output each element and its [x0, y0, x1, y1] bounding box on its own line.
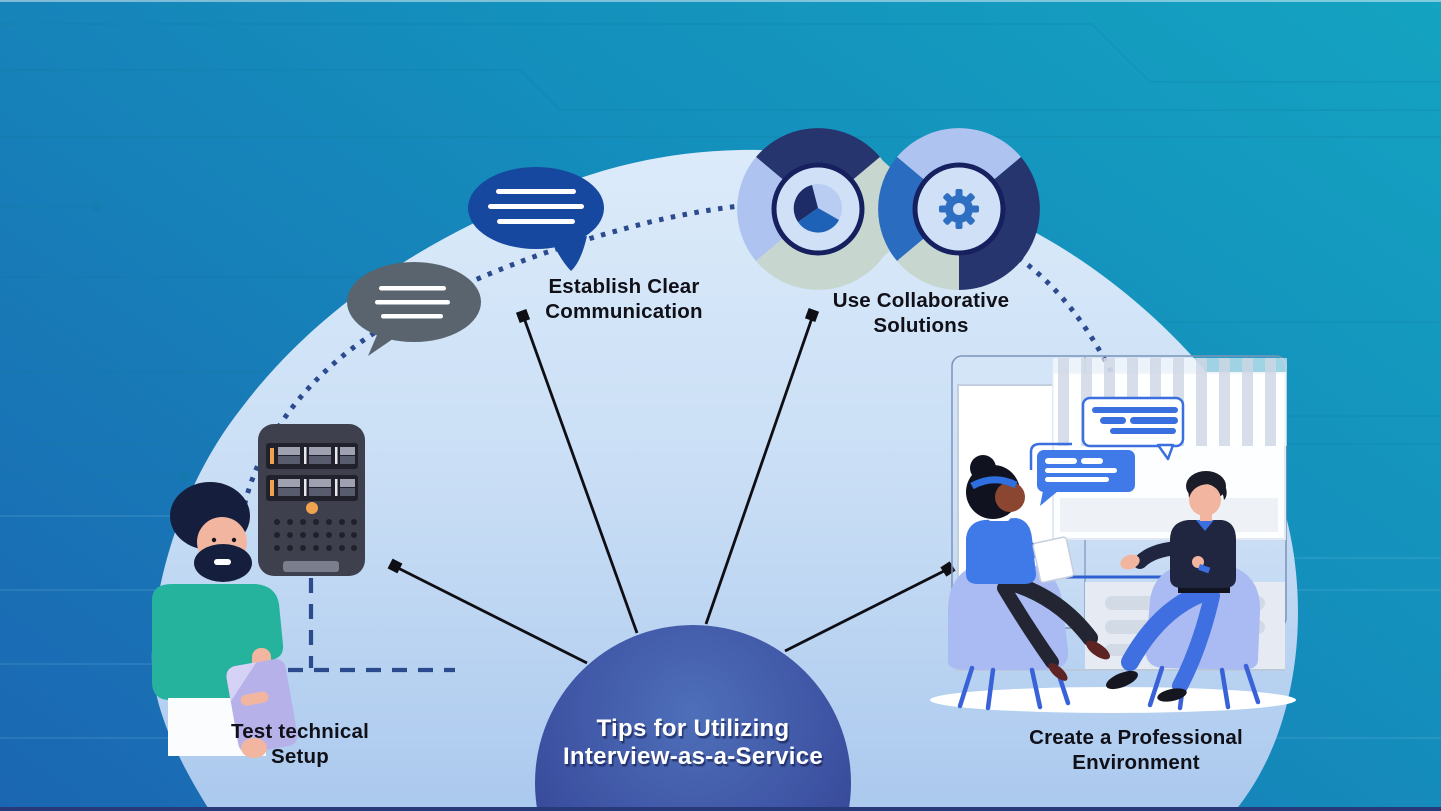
technician-man-illustration: [152, 482, 298, 758]
connector-lines: [397, 317, 947, 665]
man2-face: [1189, 484, 1221, 516]
page-title: Tips for Utilizing Interview-as-a-Servic…: [532, 715, 854, 771]
chat-bubble-gray-icon: [347, 262, 481, 356]
connector-line-communication: [522, 317, 639, 634]
interviewee-woman: [966, 455, 1110, 681]
chat-bubble-solid-icon: [1029, 442, 1135, 506]
server-icon: [258, 424, 365, 576]
top-edge-highlight: [0, 0, 1441, 2]
server-base-slot: [283, 561, 339, 572]
interviewer-man: [1106, 471, 1236, 702]
woman-face: [995, 482, 1025, 512]
bottom-edge-bar: [0, 807, 1441, 811]
tablet-corner: [226, 662, 257, 702]
tip-label-test-technical-setup: Test technical Setup: [231, 720, 369, 768]
server-vent-dots: [274, 519, 357, 551]
connector-line-test-setup: [397, 566, 588, 665]
man-sweater: [1170, 520, 1236, 588]
server-rack-row: [266, 475, 358, 501]
page-title-line1: Tips for Utilizing: [596, 715, 790, 742]
server-connector-dashes: [262, 578, 455, 673]
tip-label-create-professional-environment: Create a Professional Environment: [1029, 726, 1243, 774]
pie-chart-icon: [793, 184, 842, 233]
center-sphere: [535, 625, 851, 811]
chat-bubble-outline-icon: [1081, 396, 1185, 461]
laptop: [1032, 536, 1075, 584]
page-title-line2: Interview-as-a-Service: [562, 743, 824, 770]
connector-line-environment: [784, 568, 947, 653]
interview-scene-illustration: [930, 355, 1296, 713]
floor-ellipse: [930, 687, 1296, 713]
chat-bubble-navy-icon: [468, 167, 604, 271]
tip-label-establish-clear-communication: Establish Clear Communication: [545, 275, 703, 323]
man-mouth: [214, 559, 231, 565]
journey-dotted-path: [235, 198, 1121, 577]
tablet: [226, 659, 298, 753]
server-rack-row: [266, 443, 358, 469]
gear-icon: [939, 189, 979, 229]
man-fingers: [240, 691, 269, 706]
devops-infinity-icon: [737, 128, 1040, 290]
server-led: [306, 502, 318, 514]
tip-label-use-collaborative-solutions: Use Collaborative Solutions: [832, 289, 1010, 337]
woman-top: [966, 518, 1036, 584]
man-hand: [241, 738, 267, 758]
connector-line-solutions: [704, 317, 814, 625]
